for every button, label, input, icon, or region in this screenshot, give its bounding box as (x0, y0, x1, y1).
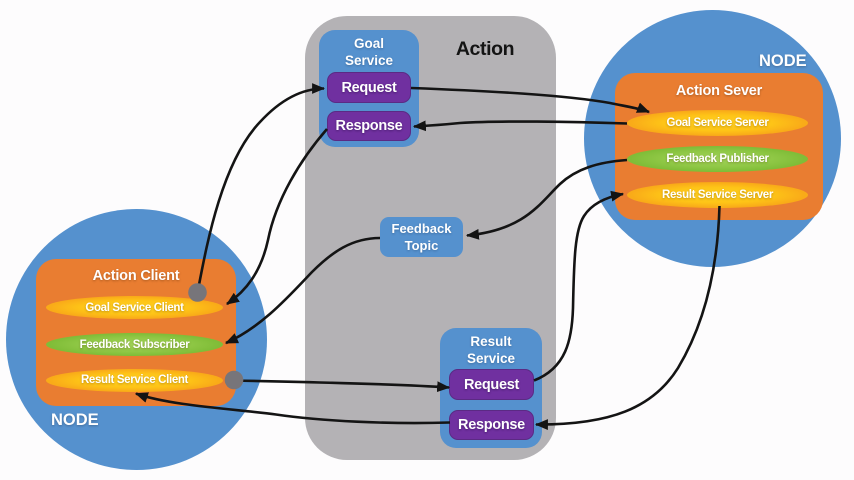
feedback-publisher-pill: Feedback Publisher (627, 146, 808, 173)
action-server-title: Action Sever (675, 83, 763, 99)
goal-service-client-pill: Goal Service Client (46, 296, 223, 319)
result-service-client-label: Result Service Client (80, 374, 189, 386)
result-service-client-pill: Result Service Client (46, 368, 223, 392)
goal-request-box: Request (327, 72, 411, 103)
feedback-publisher-label: Feedback Publisher (666, 153, 769, 166)
result-service-server-label: Result Service Server (662, 189, 773, 201)
action-server-box: Action Sever Goal Service Server Feedbac… (615, 73, 823, 220)
result-request-box: Request (449, 369, 534, 400)
goal-service-server-pill: Goal Service Server (627, 110, 808, 137)
feedback-subscriber-label: Feedback Subscriber (79, 338, 190, 351)
result-service-box: Result Service Request Response (440, 328, 542, 448)
feedback-topic-label: Feedback Topic (391, 221, 452, 253)
server-node-label: NODE (759, 52, 807, 70)
client-node-label: NODE (51, 411, 99, 429)
goal-service-client-label: Goal Service Client (85, 301, 184, 314)
action-client-box: Action Client Goal Service Client Feedba… (36, 259, 236, 406)
goal-service-server-label: Goal Service Server (666, 117, 769, 130)
result-service-server-pill: Result Service Server (627, 182, 808, 208)
goal-service-box: Goal Service Request Response (319, 30, 419, 147)
result-service-label: Result Service (466, 334, 516, 366)
action-client-title: Action Client (92, 268, 180, 284)
feedback-topic-box: Feedback Topic (380, 217, 463, 257)
action-panel-title: Action (455, 38, 515, 60)
goal-response-box: Response (327, 111, 411, 141)
result-response-box: Response (449, 409, 534, 440)
goal-service-label: Goal Service (344, 36, 394, 68)
feedback-subscriber-pill: Feedback Subscriber (46, 333, 223, 357)
